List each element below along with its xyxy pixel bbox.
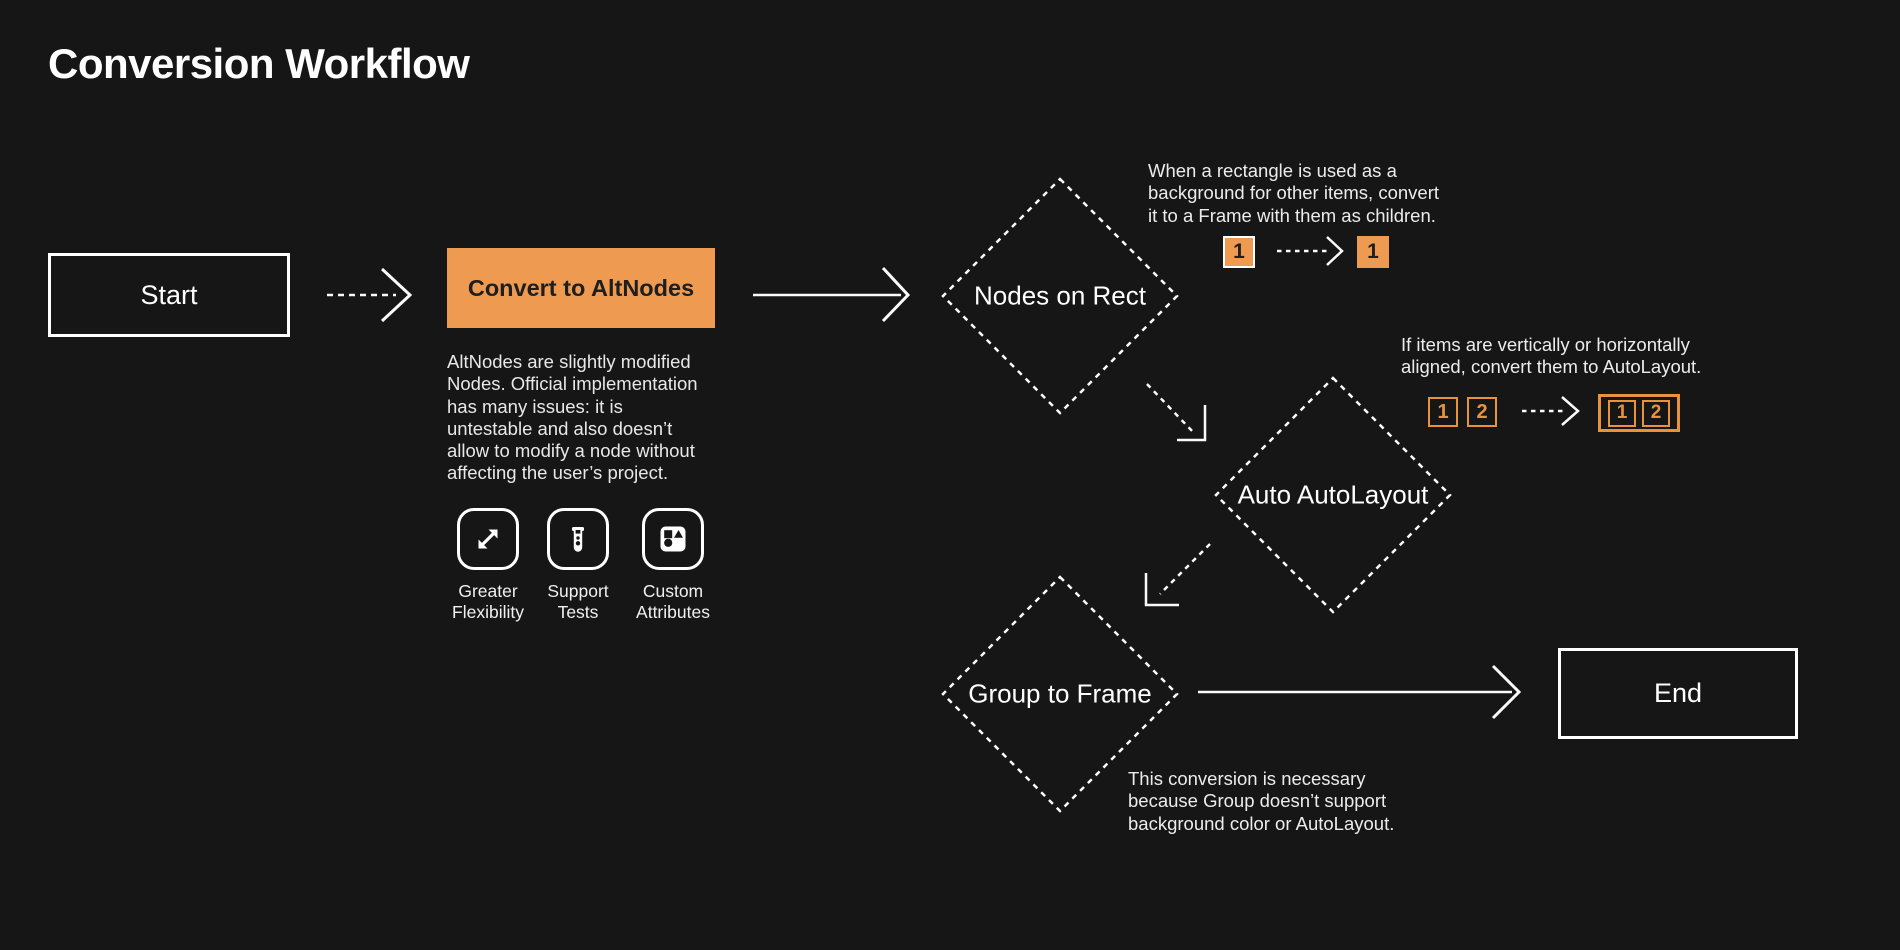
chip-value: 1 — [1367, 240, 1379, 263]
example-frame-chip: 1 — [1357, 236, 1389, 268]
node-end-label: End — [1653, 678, 1703, 708]
note-group-to-frame: This conversion is necessary because Gro… — [1128, 768, 1395, 834]
expand-arrows-icon — [457, 508, 519, 570]
feature-custom-attributes: Custom Attributes — [618, 508, 728, 623]
example-item-chip-2: 2 — [1642, 399, 1670, 427]
node-auto-autolayout-label: Auto AutoLayout — [1237, 479, 1429, 510]
node-group-to-frame-label: Group to Frame — [968, 678, 1152, 709]
arrow-example-items-to-autolayout — [1522, 396, 1580, 426]
chip-value: 1 — [1437, 400, 1449, 423]
arrow-grouptoframe-to-end — [1198, 664, 1522, 720]
arrow-example-rect-to-frame — [1277, 236, 1344, 266]
chip-value: 1 — [1616, 402, 1628, 423]
feature-greater-flexibility: Greater Flexibility — [433, 508, 543, 623]
node-start: Start — [48, 253, 290, 337]
arrow-start-to-convert — [327, 267, 413, 323]
note-auto-autolayout: If items are vertically or horizontally … — [1401, 334, 1702, 378]
chip-value: 2 — [1650, 402, 1662, 423]
test-tube-icon — [547, 508, 609, 570]
node-start-label: Start — [140, 279, 198, 310]
chip-value: 1 — [1233, 240, 1245, 263]
node-nodes-on-rect-label: Nodes on Rect — [974, 280, 1146, 311]
example-autolayout-group: 1 2 — [1598, 394, 1680, 432]
arrow-autolayout-to-grouptoframe — [1144, 543, 1211, 607]
arrow-convert-to-nodesonrect — [753, 266, 911, 323]
page-title: Conversion Workflow — [48, 40, 470, 87]
example-item-chip-1: 1 — [1428, 397, 1458, 427]
example-rect-chip: 1 — [1223, 236, 1255, 268]
chip-value: 2 — [1476, 400, 1488, 423]
altnodes-description: AltNodes are slightly modified Nodes. Of… — [447, 351, 698, 484]
feature-label: Custom Attributes — [636, 581, 710, 622]
note-nodes-on-rect: When a rectangle is used as a background… — [1148, 160, 1440, 226]
node-end: End — [1558, 648, 1798, 739]
node-convert-label: Convert to AltNodes — [467, 274, 695, 301]
example-item-chip-1: 1 — [1608, 399, 1636, 427]
feature-label: Support Tests — [547, 581, 609, 622]
feature-support-tests: Support Tests — [523, 508, 633, 623]
feature-label: Greater Flexibility — [452, 581, 524, 622]
arrow-nodesonrect-to-autolayout — [1146, 383, 1207, 442]
node-convert-to-altnodes: Convert to AltNodes — [447, 248, 715, 328]
shapes-icon — [642, 508, 704, 570]
example-item-chip-2: 2 — [1467, 397, 1497, 427]
